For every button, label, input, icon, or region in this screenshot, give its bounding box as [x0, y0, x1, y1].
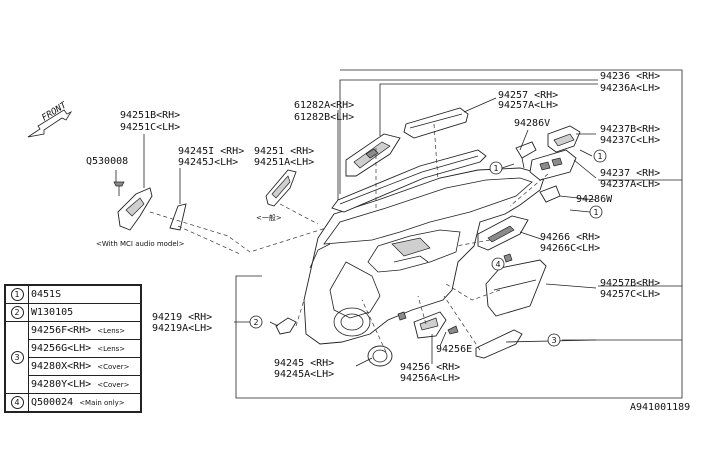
- clip-94219: [275, 317, 297, 335]
- inner-handle-base: [345, 133, 401, 177]
- legend-number-1: 1: [10, 288, 24, 301]
- label-94251b: 94251B<RH>: [120, 110, 180, 121]
- label-94286w: 94286W: [576, 194, 613, 205]
- label-94257-lh: 94257A<LH>: [498, 100, 558, 111]
- svg-text:1: 1: [593, 208, 598, 217]
- label-94256-rh: 94256 <RH>: [400, 362, 460, 373]
- pocket-94257b: [485, 259, 547, 317]
- screw-94256e: [447, 325, 459, 335]
- svg-text:4: 4: [495, 260, 500, 269]
- label-94286v: 94286V: [514, 118, 550, 129]
- label-94257c: 94257C<LH>: [600, 289, 660, 300]
- door-trim-panel: [303, 167, 546, 345]
- switch-94266: [477, 215, 529, 251]
- legend-number-4: 4: [10, 396, 24, 409]
- pull-garnish: [403, 107, 469, 139]
- callout-1a: 1: [489, 161, 515, 175]
- label-94245a: 94245A<LH>: [274, 369, 334, 380]
- upper-garnish-strip: [331, 149, 487, 213]
- legend-part: 0451S: [31, 289, 62, 300]
- label-94245-rh: 94245 <RH>: [274, 358, 334, 369]
- svg-text:3: 3: [551, 336, 556, 345]
- legend-table: 1 0451S 2 W130105 3 94256F<RH> <Lens> 94…: [4, 284, 142, 413]
- label-94251c: 94251C<LH>: [120, 122, 180, 133]
- note-mci-audio: <With MCI audio model>: [96, 240, 185, 248]
- speaker-grille-94245: [367, 345, 393, 367]
- clip-94245i: [169, 203, 187, 231]
- label-94237-rh: 94237 <RH>: [600, 168, 660, 179]
- label-94257b: 94257B<RH>: [600, 278, 660, 289]
- screw-small: [397, 253, 513, 321]
- callout-2: 2: [249, 315, 263, 329]
- legend-row-3a: 3 94256F<RH> <Lens>: [5, 321, 141, 394]
- legend-part: 94256F<RH>: [31, 325, 92, 336]
- legend-row-4: 4 Q500024 <Main only>: [5, 393, 141, 412]
- callout-1c: 1: [589, 205, 603, 219]
- trim-94251: [265, 169, 297, 207]
- svg-text:1: 1: [597, 152, 602, 161]
- callout-1b: 1: [593, 149, 607, 163]
- bracket-94256: [413, 311, 447, 339]
- legend-note: <Cover>: [97, 363, 130, 371]
- reflector-strip: [475, 329, 523, 359]
- callout-4: 4: [491, 257, 505, 271]
- label-94256e: 94256E: [436, 344, 472, 355]
- legend-part: W130105: [31, 307, 74, 318]
- legend-part: 94280X<RH>: [31, 361, 92, 372]
- legend-row-2: 2 W130105: [5, 303, 141, 322]
- label-q530008: Q530008: [86, 156, 128, 167]
- legend-part: 94256G<LH>: [31, 343, 92, 354]
- label-94237a: 94237A<LH>: [600, 179, 660, 190]
- label-94237b: 94237B<RH>: [600, 124, 660, 135]
- label-94245i: 94245I <RH>: [178, 146, 244, 157]
- label-94266c: 94266C<LH>: [540, 243, 600, 254]
- label-61282b: 61282B<LH>: [294, 112, 354, 123]
- legend-number-3: 3: [10, 351, 24, 364]
- diagram-code: A941001189: [630, 402, 690, 413]
- label-94219a: 94219A<LH>: [152, 323, 212, 334]
- dashed-assembly-lines: [149, 123, 549, 353]
- legend-note: <Cover>: [97, 381, 130, 389]
- label-94236-rh: 94236 <RH>: [600, 71, 660, 82]
- front-label: FRONT: [40, 100, 69, 123]
- switch-94237: [529, 149, 577, 181]
- bracket-94251b: [117, 187, 153, 231]
- front-arrow-icon: [27, 109, 73, 138]
- note-ippan: <一般>: [256, 213, 282, 222]
- label-94266-rh: 94266 <RH>: [540, 232, 600, 243]
- svg-text:1: 1: [493, 164, 498, 173]
- clip-94286w: [539, 185, 561, 203]
- legend-part: Q500024: [31, 397, 74, 408]
- label-61282a: 61282A<RH>: [294, 100, 354, 111]
- legend-note: <Lens>: [97, 327, 126, 335]
- label-94256a: 94256A<LH>: [400, 373, 460, 384]
- label-94245j: 94245J<LH>: [178, 157, 238, 168]
- clip-94286v: [515, 141, 537, 169]
- switch-94237b: [547, 125, 581, 153]
- legend-note: <Lens>: [97, 345, 126, 353]
- legend-row-1: 1 0451S: [5, 285, 141, 304]
- svg-text:2: 2: [253, 318, 258, 327]
- label-94236-lh: 94236A<LH>: [600, 83, 660, 94]
- leader-frame: [235, 69, 683, 399]
- label-94237c: 94237C<LH>: [600, 135, 660, 146]
- label-94251a: 94251A<LH>: [254, 157, 314, 168]
- legend-part: 94280Y<LH>: [31, 379, 92, 390]
- label-94257-rh: 94257 <RH>: [498, 90, 558, 101]
- callout-3: 3: [547, 333, 561, 347]
- screw-q530008: [113, 181, 125, 196]
- label-94219-rh: 94219 <RH>: [152, 312, 212, 323]
- label-94251: 94251 <RH>: [254, 146, 314, 157]
- legend-note: <Main only>: [79, 399, 125, 407]
- legend-number-2: 2: [10, 306, 24, 319]
